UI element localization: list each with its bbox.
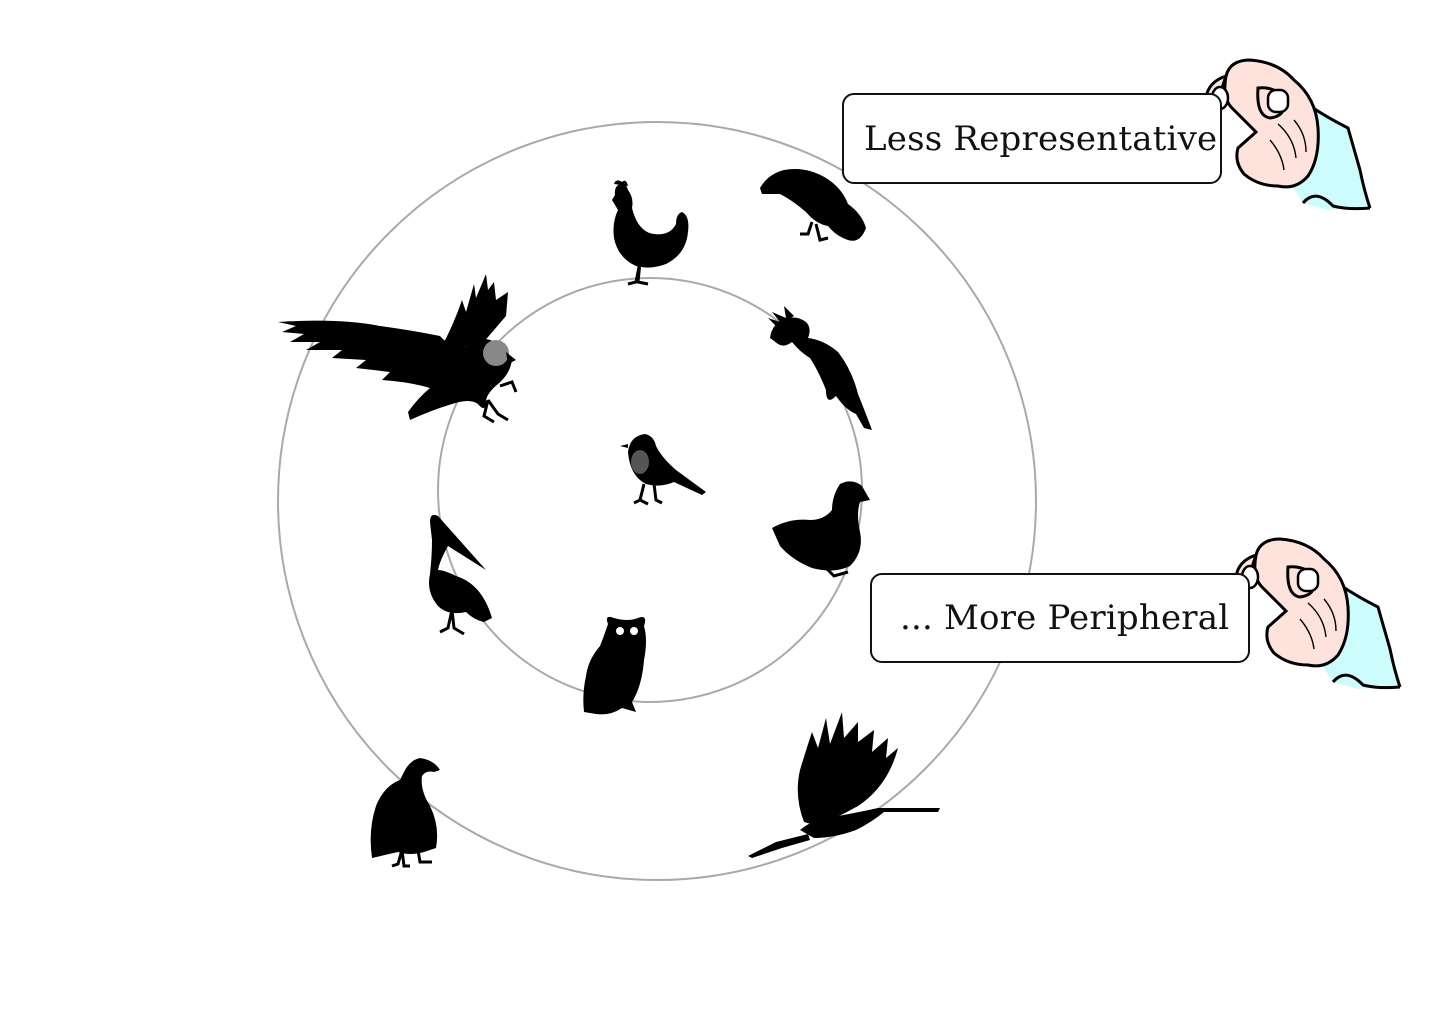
parrot-icon [768,306,872,430]
chicken-icon [612,180,689,286]
less-representative-sign: Less Representative [842,93,1222,184]
eagle-icon [278,274,518,424]
hand-bottom-icon [1234,537,1402,691]
vulture-icon [370,758,440,868]
pelican-icon [429,514,492,636]
crow-icon [760,169,866,242]
hand-top-icon [1204,58,1372,212]
more-peripheral-label: ... More Peripheral [900,598,1230,638]
robin-icon [620,434,706,506]
owl-icon [583,616,646,715]
outer-ring [277,121,1037,881]
less-representative-label: Less Representative [864,118,1218,159]
more-peripheral-sign: ... More Peripheral [870,573,1250,663]
duck-icon [772,481,870,578]
crane-icon [748,712,940,858]
